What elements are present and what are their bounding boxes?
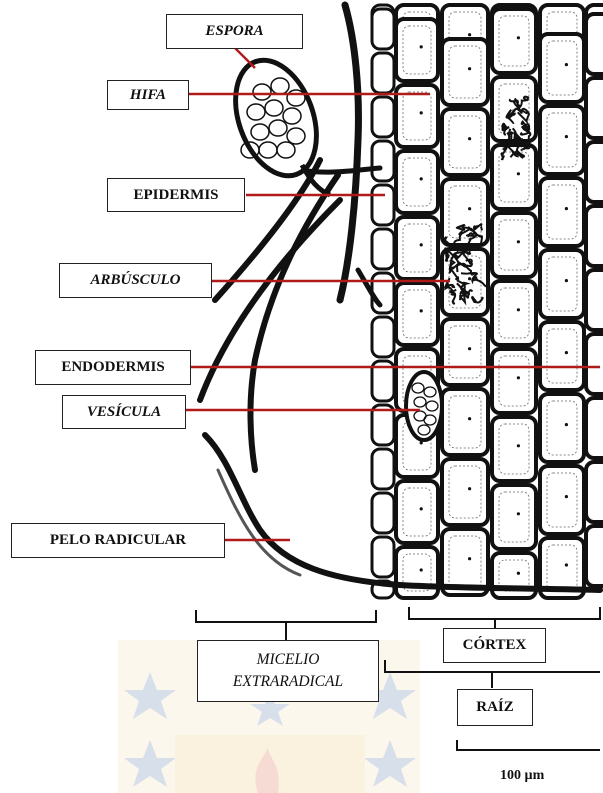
root-cell — [372, 53, 394, 93]
root-cell — [540, 106, 584, 174]
root-cell — [396, 283, 438, 345]
cell-nucleus — [420, 111, 423, 114]
label-cortex: CÓRTEX — [443, 628, 546, 663]
cell-nucleus — [420, 243, 423, 246]
root-cell — [372, 449, 394, 489]
cell-nucleus — [468, 347, 471, 350]
cell-nucleus — [565, 135, 568, 138]
root-cell — [586, 462, 603, 522]
root-cell — [372, 97, 394, 137]
label-micelio-line2: EXTRARADICAL — [233, 671, 343, 693]
cell-nucleus — [565, 563, 568, 566]
bracket-micelio — [196, 610, 376, 640]
label-epidermis: EPIDERMIS — [107, 178, 245, 212]
scale-bar-label: 100 µm — [500, 768, 544, 784]
cell-nucleus — [565, 63, 568, 66]
cell-nucleus — [420, 309, 423, 312]
vesicle — [406, 372, 442, 440]
root-cell — [586, 526, 603, 586]
label-hifa: HIFA — [107, 80, 189, 110]
root-cell — [540, 34, 584, 102]
label-arbusculo: ARBÚSCULO — [59, 263, 212, 298]
cell-nucleus — [468, 557, 471, 560]
root-cell — [586, 142, 603, 202]
cell-nucleus — [517, 308, 520, 311]
cell-nucleus — [565, 207, 568, 210]
root-cell — [372, 537, 394, 577]
root-cell — [372, 9, 394, 49]
root-cell — [586, 206, 603, 266]
cell-nucleus — [420, 507, 423, 510]
cell-nucleus — [468, 67, 471, 70]
cell-nucleus — [517, 444, 520, 447]
cell-nucleus — [420, 177, 423, 180]
root-cell — [372, 229, 394, 269]
root-cell — [396, 547, 438, 598]
label-micelio-extraradical: MICELIO EXTRARADICAL — [197, 640, 379, 702]
root-cell — [372, 141, 394, 181]
root-cell — [372, 493, 394, 533]
root-cell — [540, 394, 584, 462]
label-raiz: RAÍZ — [457, 689, 533, 726]
cell-nucleus — [565, 351, 568, 354]
cell-nucleus — [517, 172, 520, 175]
root-cell — [586, 78, 603, 138]
root-cell — [540, 250, 584, 318]
root-cell — [540, 322, 584, 390]
root-cell — [396, 151, 438, 213]
cell-nucleus — [468, 487, 471, 490]
root-cell — [396, 19, 438, 81]
label-espora: ESPORA — [166, 14, 303, 49]
label-pelo-radicular: PELO RADICULAR — [11, 523, 225, 558]
label-endodermis: ENDODERMIS — [35, 350, 191, 385]
cell-nucleus — [420, 568, 423, 571]
cell-nucleus — [565, 495, 568, 498]
cell-nucleus — [468, 417, 471, 420]
bracket-cortex — [409, 607, 600, 630]
root-cell — [396, 481, 438, 543]
cell-nucleus — [517, 36, 520, 39]
cell-nucleus — [517, 512, 520, 515]
root-cell — [586, 270, 603, 330]
cell-nucleus — [468, 33, 471, 36]
cell-nucleus — [468, 137, 471, 140]
root-cell — [372, 317, 394, 357]
cell-nucleus — [517, 572, 520, 575]
root-cell — [586, 398, 603, 458]
root-cell — [540, 466, 584, 534]
cell-nucleus — [468, 277, 471, 280]
cell-nucleus — [420, 45, 423, 48]
cell-nucleus — [517, 240, 520, 243]
cell-nucleus — [565, 279, 568, 282]
label-micelio-line1: MICELIO — [257, 649, 320, 671]
cell-nucleus — [517, 376, 520, 379]
cell-nucleus — [468, 207, 471, 210]
leader-espora — [235, 48, 255, 68]
root-cell — [372, 185, 394, 225]
root-cell — [372, 273, 394, 313]
root-cell — [586, 334, 603, 394]
root-cell — [540, 178, 584, 246]
root-cell — [586, 14, 603, 74]
cell-nucleus — [565, 423, 568, 426]
bracket-scale — [457, 740, 600, 750]
root-cell — [396, 217, 438, 279]
label-vesicula: VESÍCULA — [62, 395, 186, 429]
